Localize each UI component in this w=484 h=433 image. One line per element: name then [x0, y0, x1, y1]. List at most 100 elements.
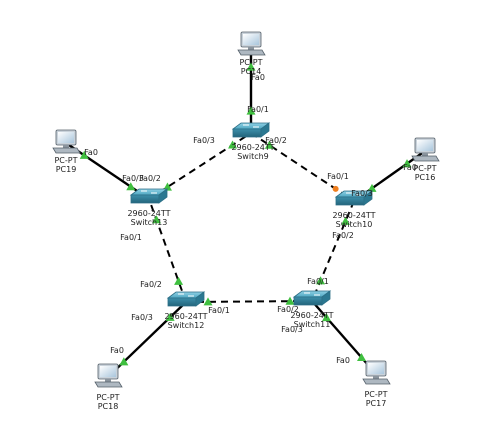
- keyboard-icon: [237, 49, 266, 56]
- port-status-down-indicator: [332, 185, 339, 192]
- device-model-label: PC-PT: [54, 156, 77, 165]
- keyboard-icon: [94, 381, 123, 388]
- pc-pc19[interactable]: [52, 129, 81, 154]
- device-name-label: Switch12: [168, 321, 205, 330]
- switch-arrows-icon: [304, 292, 320, 296]
- device-model-label: PC-PT: [364, 390, 387, 399]
- pc-pc18[interactable]: [94, 363, 123, 388]
- switch-switch10[interactable]: [334, 190, 374, 206]
- port-label: Fa0/2: [277, 305, 299, 314]
- screen-icon: [243, 34, 259, 45]
- port-label: Fa0/3: [122, 174, 144, 183]
- port-status-up-indicator: [151, 215, 161, 224]
- port-status-up-indicator: [264, 140, 274, 149]
- device-model-label: PC-PT: [413, 164, 436, 173]
- switch-arrows-icon: [243, 124, 259, 128]
- port-status-up-indicator: [322, 313, 332, 322]
- port-status-up-indicator: [316, 276, 326, 285]
- devices-layer: [52, 31, 440, 388]
- port-status-up-indicator: [119, 357, 129, 366]
- port-label: Fa0/2: [332, 231, 354, 240]
- port-status-up-indicator: [203, 297, 213, 306]
- port-status-up-indicator: [246, 62, 256, 71]
- device-model-label: PC-PT: [239, 58, 262, 67]
- switch-front-panel: [232, 128, 262, 138]
- pc-pc17[interactable]: [362, 360, 391, 385]
- port-status-up-indicator: [174, 276, 184, 285]
- switch-arrows-icon: [141, 190, 157, 194]
- screen-icon: [100, 366, 116, 377]
- device-model-label: 2960-24TT: [332, 211, 375, 220]
- switch-switch11[interactable]: [292, 290, 332, 306]
- device-name-label: Switch11: [294, 320, 331, 329]
- link-switch10-switch11[interactable]: [311, 200, 355, 302]
- switch-switch9[interactable]: [231, 122, 271, 138]
- switch-front-panel: [130, 194, 160, 204]
- monitor-stand-icon: [105, 379, 111, 382]
- port-label: Fa0/1: [120, 233, 142, 242]
- monitor-stand-icon: [422, 153, 428, 156]
- device-name-label: PC19: [56, 165, 77, 174]
- port-status-up-indicator: [228, 140, 238, 149]
- keyboard-icon: [411, 155, 440, 162]
- port-label: Fa0: [403, 163, 417, 172]
- port-label: Fa0/2: [140, 280, 162, 289]
- device-name-label: Switch10: [336, 220, 373, 229]
- device-model-label: PC-PT: [96, 393, 119, 402]
- device-model-label: 2960-24TT: [290, 311, 333, 320]
- port-status-up-indicator: [79, 150, 89, 159]
- labels-layer: Fa0/2Fa0/1Fa0/2Fa0/1Fa0/2Fa0/1Fa0/2Fa0/1…: [54, 58, 436, 411]
- link-switch11-switch12[interactable]: [185, 300, 313, 303]
- switch-arrows-icon: [178, 293, 194, 297]
- port-label: Fa0/1: [208, 306, 230, 315]
- device-model-label: 2960-24TT: [164, 312, 207, 321]
- port-label: Fa0/1: [247, 105, 269, 114]
- port-status-up-indicator: [367, 183, 377, 192]
- monitor-stand-icon: [63, 145, 69, 148]
- port-status-up-indicator: [340, 216, 350, 225]
- device-model-label: 2960-24TT: [231, 143, 274, 152]
- switch-switch13[interactable]: [129, 188, 169, 204]
- monitor-stand-icon: [373, 376, 379, 379]
- switch-arrows-icon: [346, 192, 362, 196]
- link-switch11-pc17[interactable]: [311, 300, 377, 375]
- switch-front-panel: [167, 297, 197, 307]
- device-name-label: Switch13: [131, 218, 168, 227]
- port-label: Fa0/1: [327, 172, 349, 181]
- pc-pc14[interactable]: [237, 31, 266, 56]
- monitor-stand-icon: [248, 47, 254, 50]
- device-name-label: PC14: [241, 67, 262, 76]
- port-label: Fa0/3: [193, 136, 215, 145]
- port-status-up-indicator: [165, 312, 175, 321]
- port-label: Fa0: [336, 356, 350, 365]
- port-status-up-indicator: [126, 182, 136, 191]
- switch-side-panel: [321, 290, 331, 306]
- keyboard-icon: [362, 378, 391, 385]
- switch-side-panel: [260, 122, 270, 138]
- port-label: Fa0: [251, 73, 265, 82]
- port-status-up-indicator: [246, 106, 256, 115]
- port-label: Fa0/1: [307, 277, 329, 286]
- port-label: Fa0: [84, 148, 98, 157]
- switch-front-panel: [293, 296, 323, 306]
- port-label: Fa0/2: [265, 136, 287, 145]
- switch-side-panel: [158, 188, 168, 204]
- switch-switch12[interactable]: [166, 291, 206, 307]
- port-label: Fa0: [110, 346, 124, 355]
- screen-icon: [368, 363, 384, 374]
- port-label: Fa0/3: [281, 325, 303, 334]
- port-status-up-indicator: [356, 352, 366, 362]
- port-status-up-indicator: [402, 159, 412, 168]
- switch-side-panel: [195, 291, 205, 307]
- pc-pc16[interactable]: [411, 137, 440, 162]
- device-name-label: PC17: [366, 399, 387, 408]
- switch-front-panel: [335, 196, 365, 206]
- port-status-up-indicator: [285, 296, 295, 305]
- screen-icon: [58, 132, 74, 143]
- port-label: Fa0/2: [139, 174, 161, 183]
- device-model-label: 2960-24TT: [127, 209, 170, 218]
- port-label: Fa0/3: [351, 189, 373, 198]
- switch-side-panel: [363, 190, 373, 206]
- port-label: Fa0/3: [131, 313, 153, 322]
